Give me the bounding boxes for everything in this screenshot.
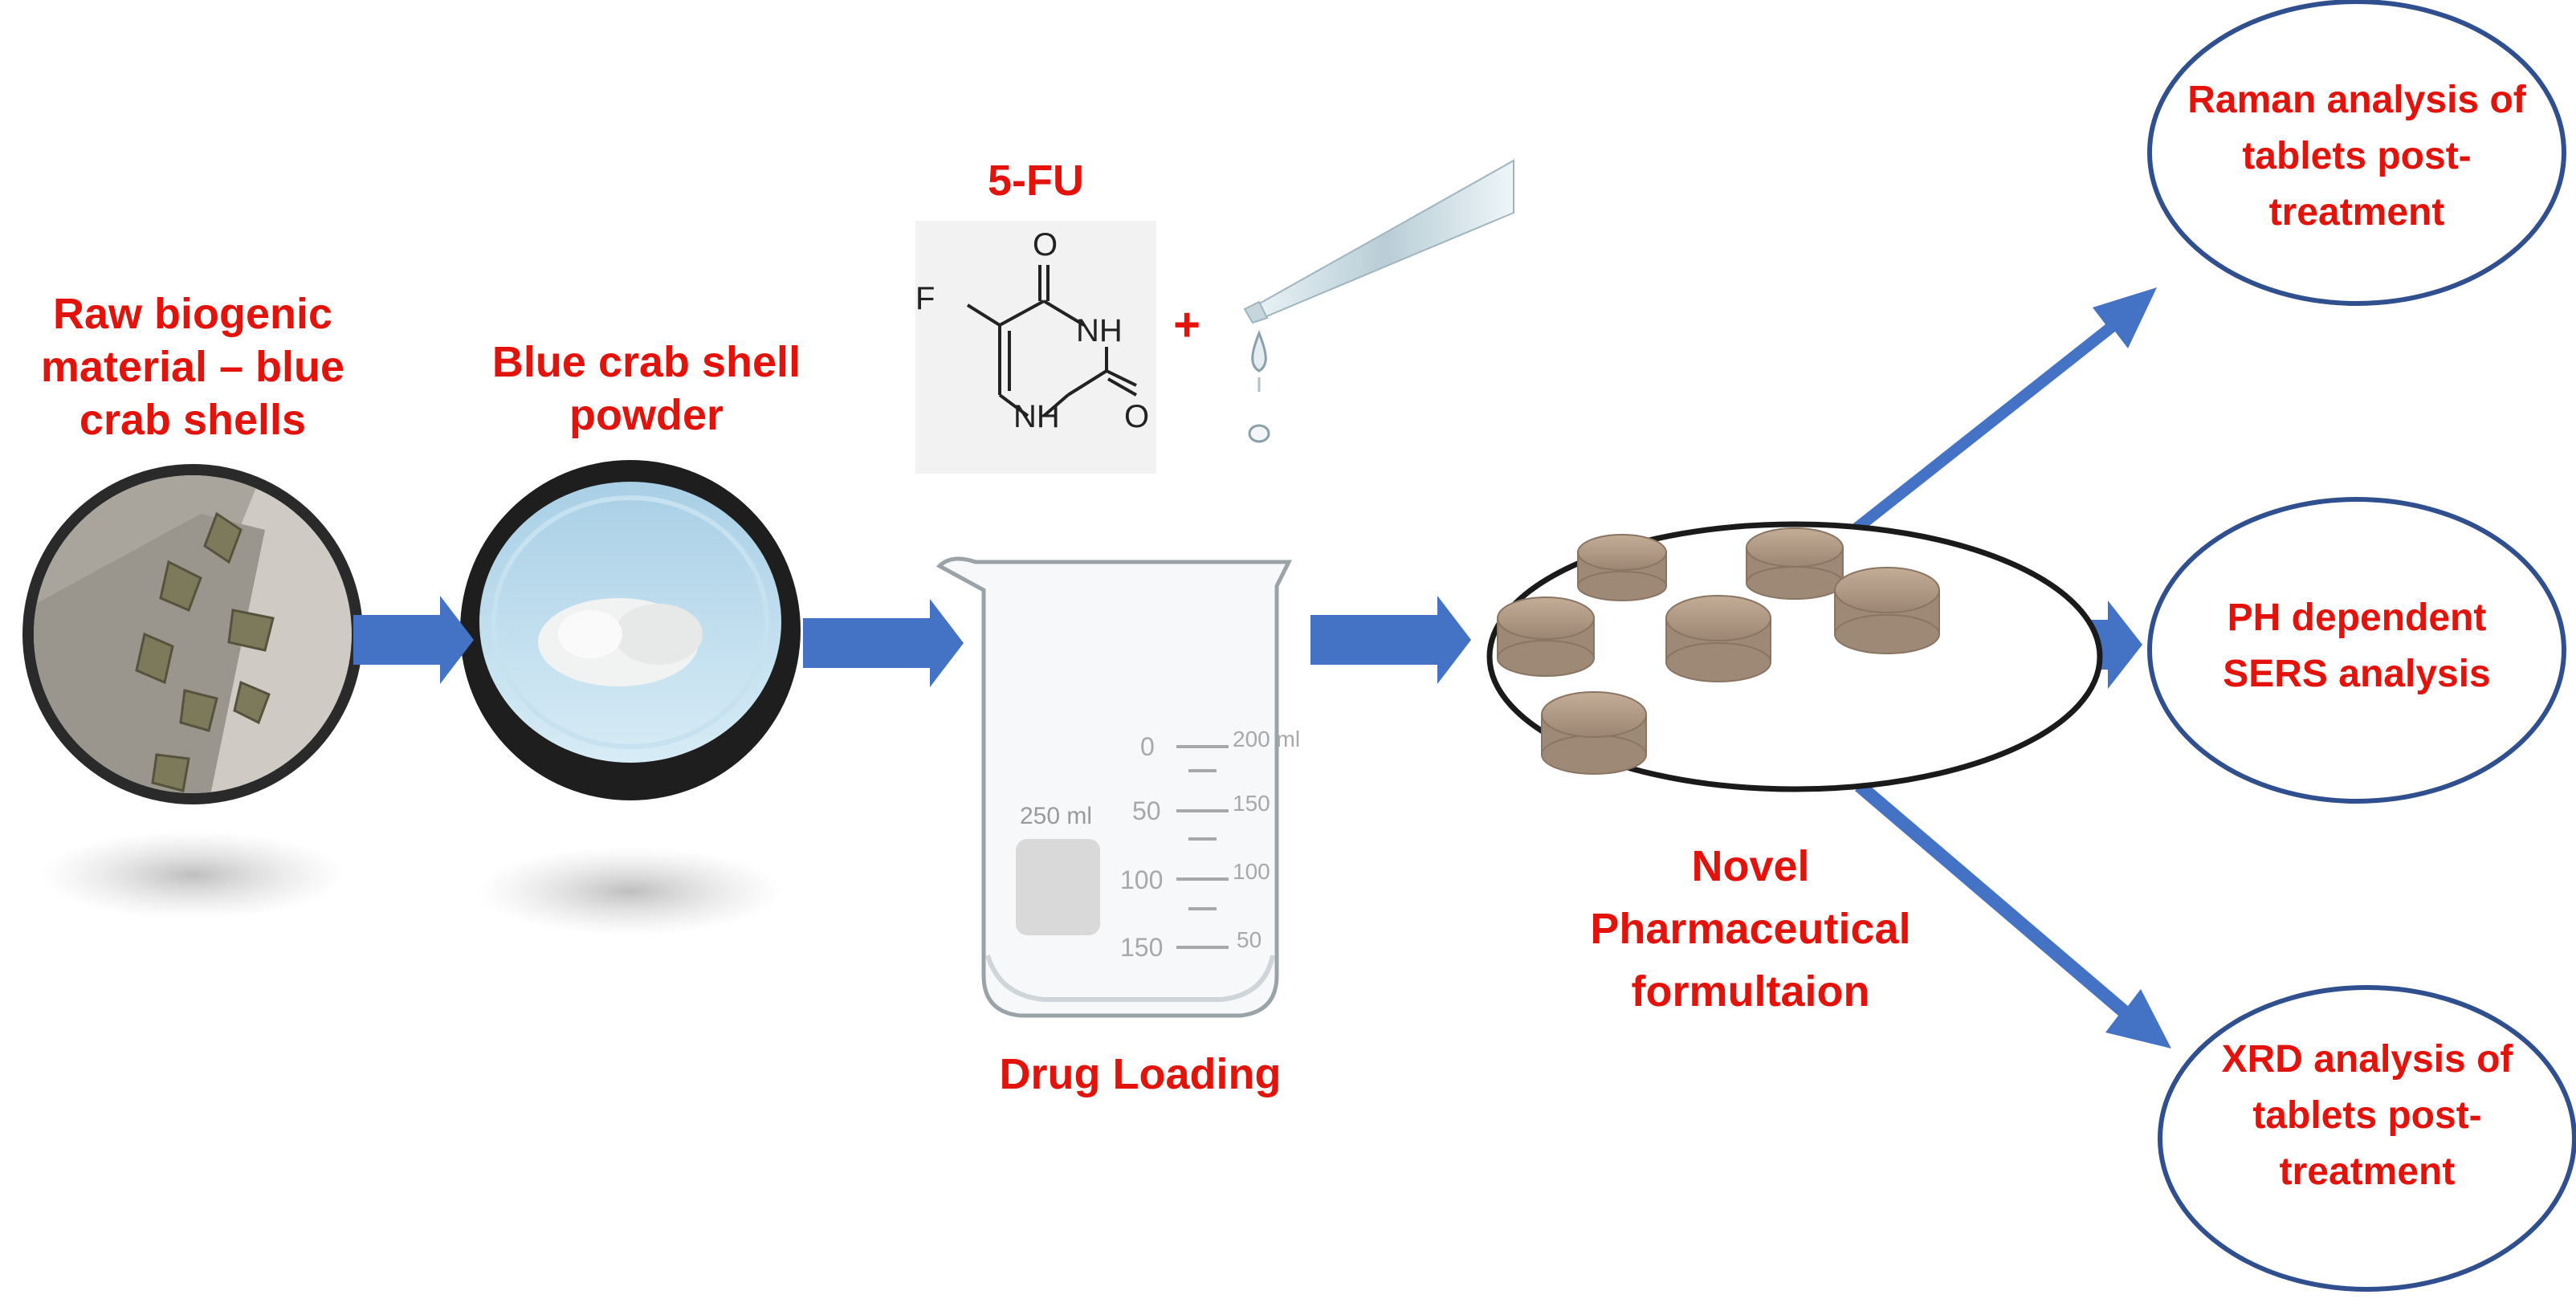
tablet bbox=[1834, 567, 1940, 654]
beaker-volume-label: 250 ml bbox=[1020, 803, 1093, 829]
arrow-down bbox=[1855, 781, 2171, 1048]
scale-left-100: 100 bbox=[1120, 865, 1164, 894]
tablet bbox=[1665, 595, 1771, 682]
pipette-image bbox=[1243, 159, 1514, 443]
beaker-image bbox=[935, 556, 1293, 1018]
label-5fu: 5-FU bbox=[988, 157, 1084, 205]
crab-powder-photo bbox=[460, 460, 801, 800]
tablet bbox=[1541, 691, 1647, 775]
atom-f: F bbox=[915, 281, 935, 316]
oval-sers bbox=[2147, 497, 2566, 804]
molecule-background bbox=[915, 221, 1156, 474]
scale-right-50: 50 bbox=[1237, 927, 1262, 952]
label-crab-powder: Blue crab shell powder bbox=[491, 338, 801, 439]
scale-left-150: 150 bbox=[1120, 933, 1164, 962]
label-drug-loading: Drug Loading bbox=[999, 1050, 1282, 1098]
atom-o-top: O bbox=[1033, 227, 1058, 263]
scale-left-0: 0 bbox=[1140, 732, 1155, 761]
analysis-xrd-text: XRD analysis of tablets post-treatment bbox=[2221, 1038, 2513, 1193]
analysis-sers-text: PH dependent SERS analysis bbox=[2223, 596, 2491, 695]
arrow-3 bbox=[1310, 596, 1471, 684]
oval-raman bbox=[2147, 0, 2566, 306]
tablets-photo bbox=[1486, 521, 2103, 792]
tablet bbox=[1577, 534, 1667, 601]
arrow-1 bbox=[353, 596, 474, 684]
tablet bbox=[1746, 527, 1844, 600]
bowl-shadow bbox=[478, 847, 783, 935]
tablet bbox=[1497, 596, 1595, 677]
oval-xrd bbox=[2158, 985, 2576, 1292]
scale-right-200: 200 ml bbox=[1233, 727, 1301, 751]
scale-right-150: 150 bbox=[1233, 791, 1270, 816]
atom-nh-top: NH bbox=[1076, 313, 1123, 348]
crab-shells-photo bbox=[22, 464, 363, 804]
plus-sign: + bbox=[1173, 299, 1200, 351]
scale-right-100: 100 bbox=[1233, 859, 1270, 884]
scale-left-50: 50 bbox=[1132, 796, 1161, 825]
arrow-up bbox=[1845, 287, 2157, 537]
fluorouracil-structure bbox=[966, 265, 1137, 417]
shell-shadow bbox=[40, 831, 345, 919]
atom-nh-bottom: NH bbox=[1013, 399, 1060, 434]
analysis-raman-text: Raman analysis of tablets post-treatment bbox=[2187, 79, 2526, 234]
label-raw-material: Raw biogenic material – blue crab shells bbox=[40, 290, 345, 444]
arrow-2 bbox=[803, 599, 964, 687]
label-formulation: Novel Pharmaceutical formultaion bbox=[1590, 842, 1911, 1016]
atom-o-right: O bbox=[1124, 399, 1149, 434]
